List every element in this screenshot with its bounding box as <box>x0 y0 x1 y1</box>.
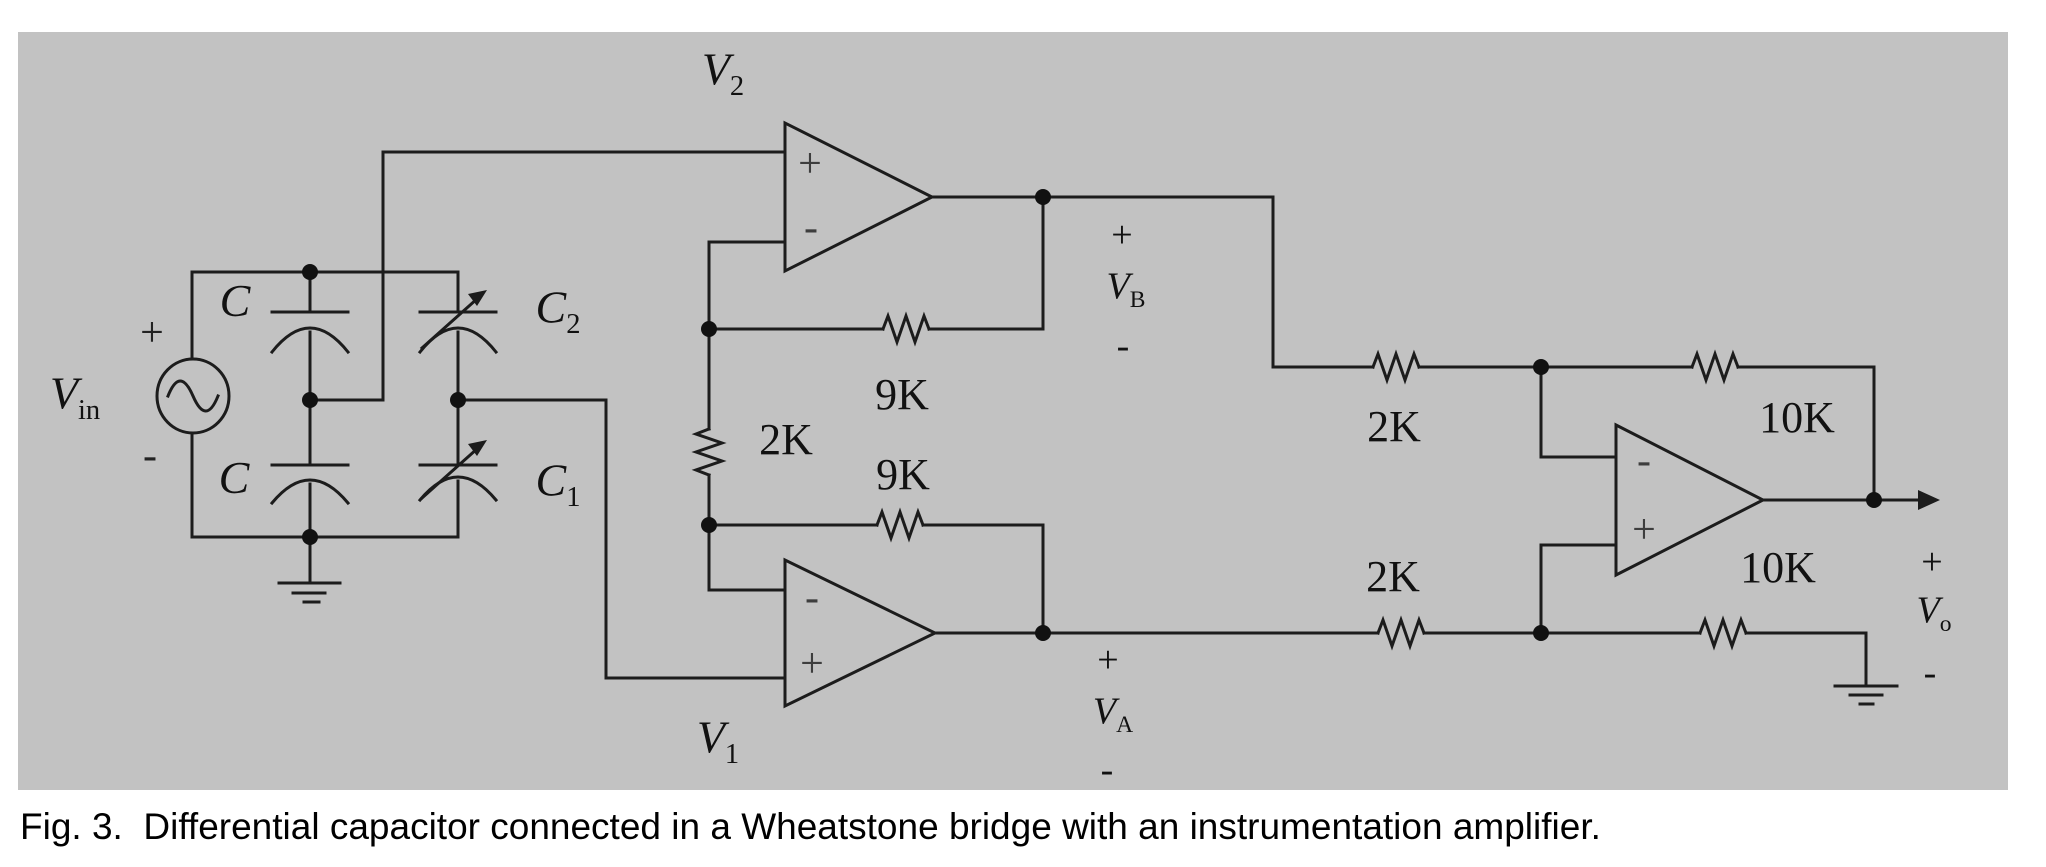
label-vin: Vin <box>49 367 101 426</box>
opamp-diff-minus-sign: - <box>1637 438 1651 484</box>
vb-plus-sign: + <box>1111 214 1133 256</box>
label-resistor-2k-in-bottom: 2K <box>1366 552 1420 601</box>
resistor-9k-top-icon <box>881 311 931 347</box>
opamp-diff-icon <box>1614 422 1767 578</box>
circuit-diagram: Vin + - C C C2 C1 V2 V1 + - - + - + 9K 2… <box>18 32 2008 790</box>
diff-amp-network <box>1271 195 1940 651</box>
label-va: VA <box>1092 690 1134 739</box>
label-resistor-9k-top: 9K <box>875 370 929 419</box>
opamp-v1-plus-sign: + <box>800 641 824 687</box>
ground-bridge-icon <box>277 535 342 604</box>
figure-caption: Fig. 3. Differential capacitor connected… <box>20 806 1601 847</box>
label-resistor-2k-gain: 2K <box>759 415 813 464</box>
label-vb: VB <box>1106 265 1146 314</box>
ground-output-icon <box>1833 631 1899 706</box>
va-plus-sign: + <box>1097 639 1119 681</box>
opamp-v2-minus-sign: - <box>804 205 818 251</box>
source-minus-sign: - <box>143 433 157 479</box>
vo-plus-sign: + <box>1921 541 1943 583</box>
vb-minus-sign: - <box>1116 325 1130 367</box>
opamp-v1-minus-sign: - <box>805 575 819 621</box>
opamp-v2-icon <box>691 120 1275 592</box>
label-c1: C1 <box>535 454 581 513</box>
label-vo: Vo <box>1916 589 1952 638</box>
resistor-10k-bottom-icon <box>1698 615 1748 651</box>
ac-source-icon <box>155 357 231 435</box>
vo-minus-sign: - <box>1923 652 1937 694</box>
label-resistor-2k-in-top: 2K <box>1367 402 1421 451</box>
opamp-v2-plus-sign: + <box>798 141 822 187</box>
capacitor-c2-icon <box>417 290 499 355</box>
label-resistor-10k-bottom: 10K <box>1740 543 1816 592</box>
source-plus-sign: + <box>140 310 164 356</box>
resistor-10k-top-icon <box>1690 349 1740 385</box>
output-arrow-icon <box>1918 490 1940 510</box>
label-resistor-10k-top: 10K <box>1759 393 1835 442</box>
capacitor-c1-icon <box>417 440 499 503</box>
resistor-9k-bottom-icon <box>875 507 925 543</box>
label-c2: C2 <box>535 281 581 340</box>
label-resistor-9k-bottom: 9K <box>876 450 930 499</box>
label-c-bottom: C <box>218 452 250 503</box>
label-c-top: C <box>219 275 251 326</box>
opamp-v1-icon <box>707 507 1380 709</box>
bridge-wires <box>190 150 787 680</box>
va-minus-sign: - <box>1100 749 1114 791</box>
capacitor-c-top-icon <box>269 310 351 355</box>
label-v1: V1 <box>696 711 740 770</box>
junction-dots <box>302 189 1882 641</box>
circuit-schematic <box>155 120 1940 709</box>
label-v2: V2 <box>701 43 745 102</box>
capacitor-c-bottom-icon <box>269 463 351 506</box>
resistor-2k-gain-icon <box>691 427 727 477</box>
resistor-2k-in-bottom-icon <box>1376 615 1426 651</box>
opamp-diff-plus-sign: + <box>1632 507 1656 553</box>
resistor-2k-in-top-icon <box>1371 349 1421 385</box>
